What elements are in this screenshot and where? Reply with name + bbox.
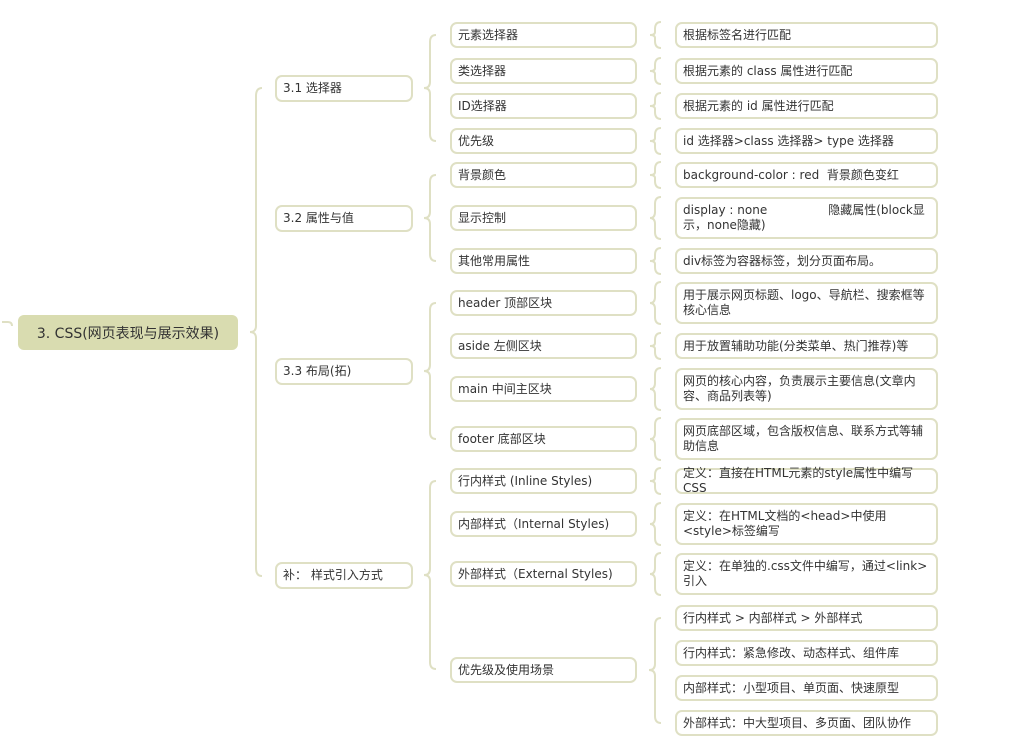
root-label: 3. CSS(网页表现与展示效果) xyxy=(36,325,220,342)
branch-style-import[interactable]: 补： 样式引入方式 xyxy=(275,562,413,589)
detail-node[interactable]: 用于放置辅助功能(分类菜单、热门推荐)等 xyxy=(675,333,938,359)
topic-id-selector[interactable]: ID选择器 xyxy=(450,93,637,119)
topic-label: ID选择器 xyxy=(458,98,507,113)
detail-text: 行内样式 > 内部样式 > 外部样式 xyxy=(683,610,863,625)
topic-inline-styles[interactable]: 行内样式 (Inline Styles) xyxy=(450,468,637,494)
topic-other-properties[interactable]: 其他常用属性 xyxy=(450,248,637,274)
branch-label: 补： 样式引入方式 xyxy=(283,568,383,582)
detail-node[interactable]: background-color : red 背景颜色变红 xyxy=(675,162,938,188)
detail-text: div标签为容器标签，划分页面布局。 xyxy=(683,253,882,268)
detail-node[interactable]: 行内样式 > 内部样式 > 外部样式 xyxy=(675,605,938,631)
topic-internal-styles[interactable]: 内部样式（Internal Styles) xyxy=(450,511,637,537)
detail-node[interactable]: 根据元素的 id 属性进行匹配 xyxy=(675,93,938,119)
detail-text: 内部样式：小型项目、单页面、快速原型 xyxy=(683,680,900,695)
detail-node[interactable]: 定义：在单独的.css文件中编写，通过<link>引入 xyxy=(675,553,938,595)
detail-node[interactable]: 外部样式：中大型项目、多页面、团队协作 xyxy=(675,710,938,736)
topic-label: 类选择器 xyxy=(458,63,507,78)
topic-main[interactable]: main 中间主区块 xyxy=(450,376,637,402)
topic-footer[interactable]: footer 底部区块 xyxy=(450,426,637,452)
topic-background-color[interactable]: 背景颜色 xyxy=(450,162,637,188)
topic-label: 优先级 xyxy=(458,133,495,148)
detail-text: 行内样式：紧急修改、动态样式、组件库 xyxy=(683,645,900,660)
detail-node[interactable]: 定义：直接在HTML元素的style属性中编写CSS xyxy=(675,466,938,495)
topic-display-control[interactable]: 显示控制 xyxy=(450,205,637,231)
detail-node[interactable]: 网页的核心内容，负责展示主要信息(文章内容、商品列表等) xyxy=(675,368,938,410)
topic-priority-scenarios[interactable]: 优先级及使用场景 xyxy=(450,657,637,683)
detail-text: 定义：在单独的.css文件中编写，通过<link>引入 xyxy=(683,559,928,588)
topic-aside[interactable]: aside 左侧区块 xyxy=(450,333,637,359)
detail-text: 定义：在HTML文档的<head>中使用<style>标签编写 xyxy=(683,509,887,538)
topic-label: 外部样式（External Styles) xyxy=(458,566,613,581)
detail-text: background-color : red 背景颜色变红 xyxy=(683,167,899,182)
detail-text: 网页底部区域，包含版权信息、联系方式等辅助信息 xyxy=(683,424,924,453)
topic-label: footer 底部区块 xyxy=(458,431,546,446)
branch-label: 3.1 选择器 xyxy=(283,81,342,95)
topic-label: main 中间主区块 xyxy=(458,381,552,396)
detail-node[interactable]: 网页底部区域，包含版权信息、联系方式等辅助信息 xyxy=(675,418,938,460)
branch-layout[interactable]: 3.3 布局(拓) xyxy=(275,358,413,385)
detail-node[interactable]: id 选择器>class 选择器> type 选择器 xyxy=(675,128,938,154)
detail-node[interactable]: 行内样式：紧急修改、动态样式、组件库 xyxy=(675,640,938,666)
root-node[interactable]: 3. CSS(网页表现与展示效果) xyxy=(18,315,238,350)
detail-node[interactable]: div标签为容器标签，划分页面布局。 xyxy=(675,248,938,274)
topic-external-styles[interactable]: 外部样式（External Styles) xyxy=(450,561,637,587)
detail-text: 定义：直接在HTML元素的style属性中编写CSS xyxy=(683,466,914,495)
topic-label: header 顶部区块 xyxy=(458,295,553,310)
detail-text: 用于展示网页标题、logo、导航栏、搜索框等核心信息 xyxy=(683,288,925,317)
topic-priority[interactable]: 优先级 xyxy=(450,128,637,154)
topic-element-selector[interactable]: 元素选择器 xyxy=(450,22,637,48)
topic-header[interactable]: header 顶部区块 xyxy=(450,290,637,316)
detail-text: 根据元素的 class 属性进行匹配 xyxy=(683,63,853,78)
detail-text: 根据元素的 id 属性进行匹配 xyxy=(683,98,834,113)
topic-label: 显示控制 xyxy=(458,210,507,225)
branch-properties[interactable]: 3.2 属性与值 xyxy=(275,205,413,232)
topic-label: 优先级及使用场景 xyxy=(458,662,555,677)
detail-text: display : none 隐藏属性(block显示，none隐藏) xyxy=(683,203,925,232)
branch-label: 3.2 属性与值 xyxy=(283,211,354,225)
detail-node[interactable]: 根据元素的 class 属性进行匹配 xyxy=(675,58,938,84)
detail-text: 根据标签名进行匹配 xyxy=(683,27,792,42)
topic-label: aside 左侧区块 xyxy=(458,338,542,353)
branch-label: 3.3 布局(拓) xyxy=(283,364,352,378)
detail-text: 外部样式：中大型项目、多页面、团队协作 xyxy=(683,715,912,730)
detail-node[interactable]: 根据标签名进行匹配 xyxy=(675,22,938,48)
topic-label: 背景颜色 xyxy=(458,167,507,182)
topic-label: 元素选择器 xyxy=(458,27,519,42)
detail-node[interactable]: 用于展示网页标题、logo、导航栏、搜索框等核心信息 xyxy=(675,282,938,324)
detail-node[interactable]: 内部样式：小型项目、单页面、快速原型 xyxy=(675,675,938,701)
detail-node[interactable]: 定义：在HTML文档的<head>中使用<style>标签编写 xyxy=(675,503,938,545)
detail-node[interactable]: display : none 隐藏属性(block显示，none隐藏) xyxy=(675,197,938,239)
detail-text: 网页的核心内容，负责展示主要信息(文章内容、商品列表等) xyxy=(683,374,916,403)
detail-text: id 选择器>class 选择器> type 选择器 xyxy=(683,133,894,148)
topic-class-selector[interactable]: 类选择器 xyxy=(450,58,637,84)
topic-label: 行内样式 (Inline Styles) xyxy=(458,473,593,488)
detail-text: 用于放置辅助功能(分类菜单、热门推荐)等 xyxy=(683,338,909,353)
topic-label: 其他常用属性 xyxy=(458,253,531,268)
topic-label: 内部样式（Internal Styles) xyxy=(458,516,610,531)
branch-selectors[interactable]: 3.1 选择器 xyxy=(275,75,413,102)
